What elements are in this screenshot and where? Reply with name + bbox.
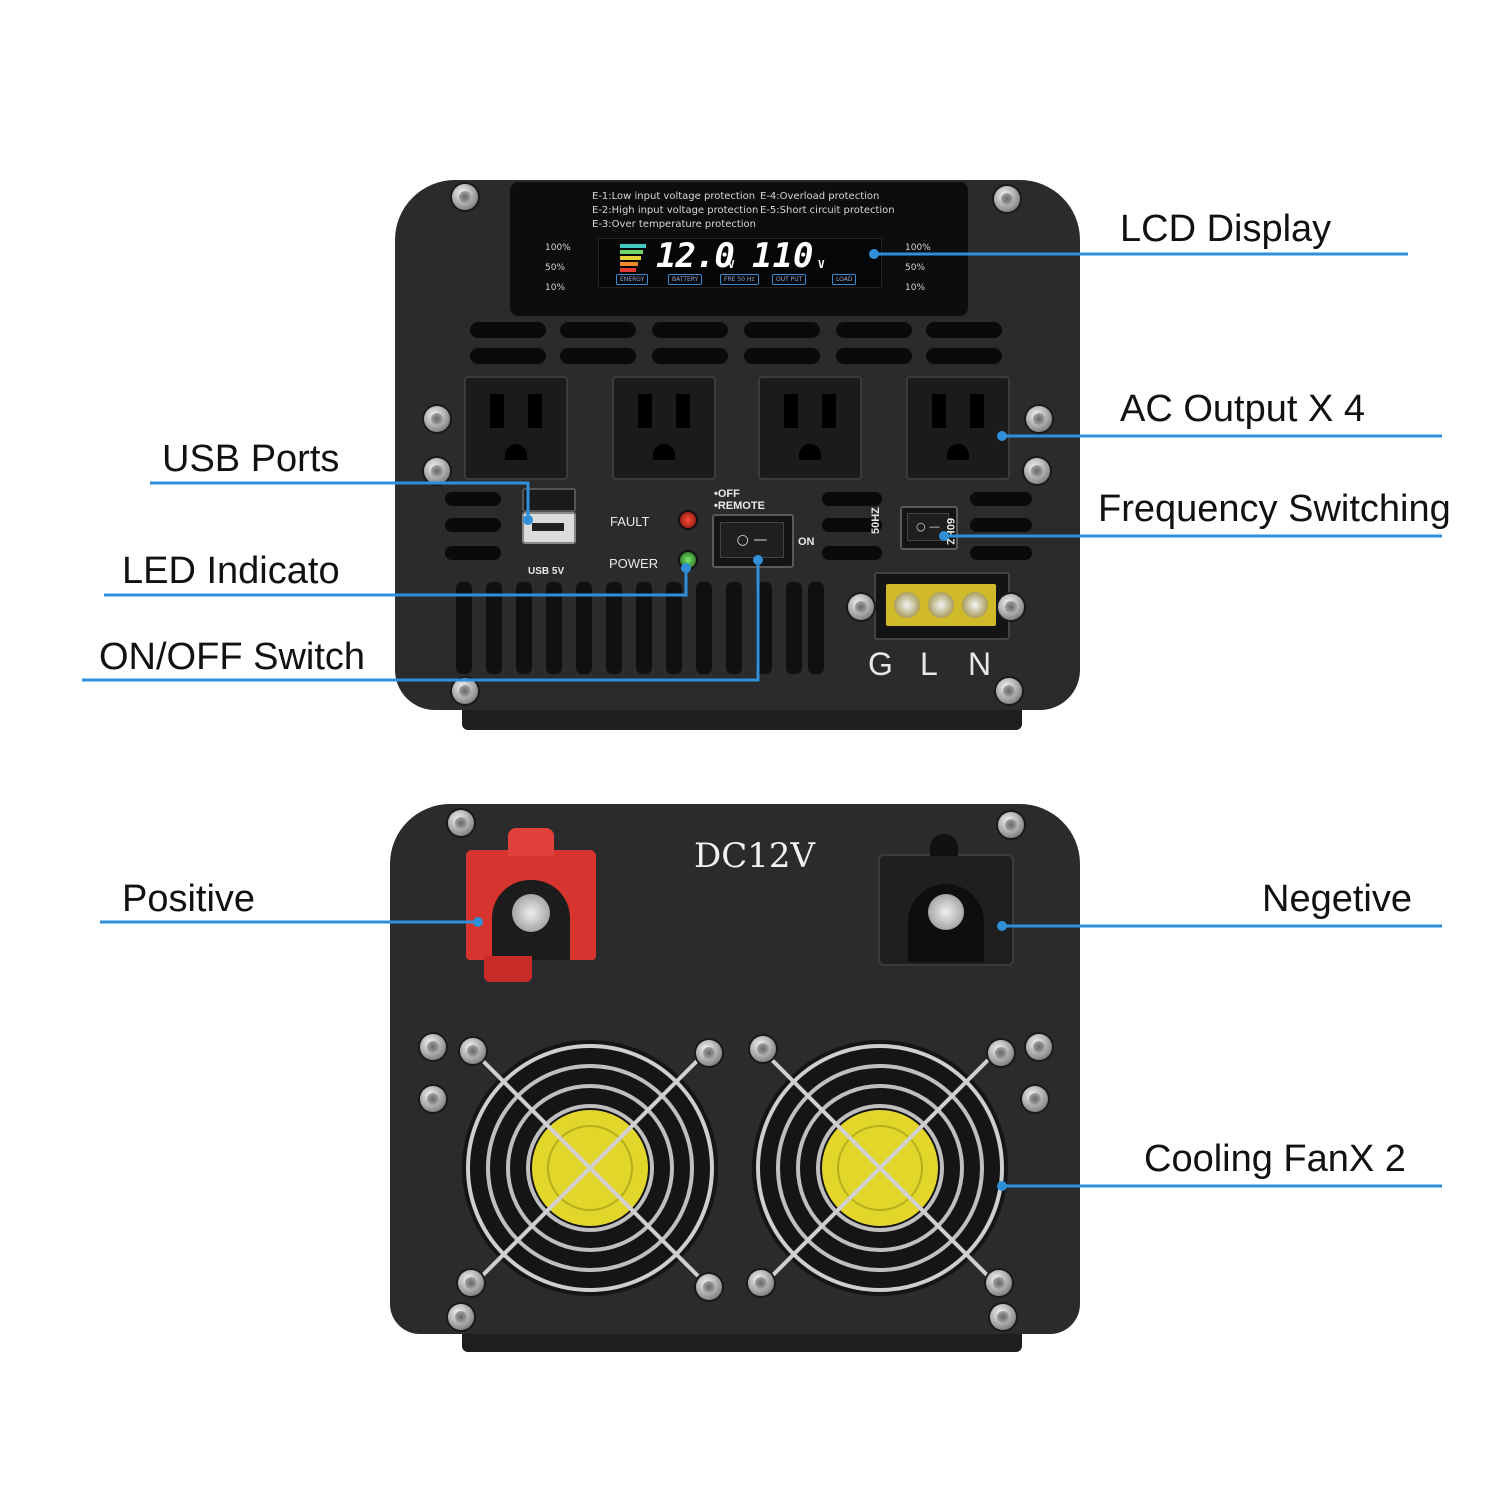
power-label: POWER [609,556,659,571]
ac-outlet-1[interactable] [464,376,568,480]
front-screw [452,678,478,704]
lcd-badge-energy: ENERGY [616,274,649,285]
lcd-energy-bars [620,244,646,272]
lcd-legend-left: E-1:Low input voltage protection E-2:Hig… [592,190,758,232]
usb-port[interactable] [522,512,576,544]
back-screw [986,1270,1012,1296]
power-led [678,550,698,570]
switch-on-label: ON [798,536,815,548]
positive-cap-foot [484,956,532,982]
callout-ac-output: AC Output X 4 [1120,388,1366,430]
ac-outlet-3[interactable] [758,376,862,480]
callout-on-off-switch: ON/OFF Switch [99,636,366,678]
terminal-label-n: N [968,646,992,682]
lcd-legend-e3: E-3:Over temperature protection [592,219,757,230]
positive-terminal[interactable] [466,850,596,960]
on-off-switch[interactable]: ○ — [712,514,794,568]
lcd-input-voltage: 12.0 [656,236,735,276]
switch-off-label: •OFF [714,488,740,500]
lcd-percent-right-10: 10% [905,283,926,293]
ac-terminal-block[interactable] [874,572,1010,640]
lcd-percent-right-100: 100% [905,243,931,253]
front-screw [1024,458,1050,484]
front-screw [848,594,874,620]
positive-cap-tab [508,828,554,856]
callout-lcd-display: LCD Display [1120,208,1332,250]
front-screw [424,406,450,432]
back-screw [460,1038,486,1064]
callout-cooling-fan: Cooling FanX 2 [1144,1138,1406,1180]
lcd-legend-e5: E-5:Short circuit protection [760,205,895,216]
back-screw [1022,1086,1048,1112]
callout-frequency-switching: Frequency Switching [1098,488,1451,530]
lcd-input-unit: V [728,258,735,271]
callout-positive: Positive [122,878,256,920]
negative-cap-knob [930,834,958,856]
fault-led [678,510,698,530]
lcd-legend-e1: E-1:Low input voltage protection [592,191,756,202]
back-screw [448,1304,474,1330]
lcd-legend-e4: E-4:Overload protection [760,191,880,202]
back-screw [420,1086,446,1112]
lcd-percent-right: 100% 50% 10% [905,238,931,298]
front-screw [1026,406,1052,432]
lcd-badge-battery: BATTERY [668,274,703,285]
lcd-badge-load: LOAD [832,274,857,285]
back-screw [696,1274,722,1300]
callout-usb-ports: USB Ports [162,438,340,480]
fault-label: FAULT [610,514,650,529]
usb-label: USB 5V [528,566,565,577]
lcd-legend-right: E-4:Overload protection E-5:Short circui… [760,190,895,218]
switch-remote-label: •REMOTE [714,500,765,512]
front-screw [452,184,478,210]
cooling-fan-right [752,1040,1008,1296]
lcd-badge-frequency: FRE 50 Hz [720,274,759,285]
lcd-output-unit: V [818,258,825,271]
lcd-legend-e2: E-2:High input voltage protection [592,205,759,216]
ac-outlet-2[interactable] [612,376,716,480]
ac-outlet-4[interactable] [906,376,1010,480]
freq-50-label: 50HZ [870,507,882,534]
usb-port-upper[interactable] [522,488,576,512]
front-screw [424,458,450,484]
front-screw [998,594,1024,620]
lcd-badge-output: OUT PUT [772,274,807,285]
back-screw [750,1036,776,1062]
back-screw [420,1034,446,1060]
back-screw [748,1270,774,1296]
dc-voltage-label: DC12V [694,836,816,876]
back-screw [1026,1034,1052,1060]
terminal-label-g: G [868,646,893,682]
negative-terminal[interactable] [878,854,1014,966]
lcd-percent-left-50: 50% [545,263,566,273]
callout-negative: Negetive [1262,878,1412,920]
callout-led-indicator: LED Indicato [122,550,340,592]
back-screw [988,1040,1014,1066]
back-screw [696,1040,722,1066]
back-screw [458,1270,484,1296]
cooling-fan-left [462,1040,718,1296]
back-screw [998,812,1024,838]
lcd-percent-right-50: 50% [905,263,926,273]
lcd-percent-left-10: 10% [545,283,566,293]
lcd-output-voltage: 110 [752,236,814,276]
frequency-switch[interactable]: ○ — [900,506,958,550]
freq-60-label: 60HZ [944,518,956,545]
lcd-percent-left: 100% 50% 10% [545,238,571,298]
back-screw [448,810,474,836]
back-screw [990,1304,1016,1330]
front-screw [996,678,1022,704]
front-screw [994,186,1020,212]
terminal-label-l: L [920,646,938,682]
lcd-percent-left-100: 100% [545,243,571,253]
